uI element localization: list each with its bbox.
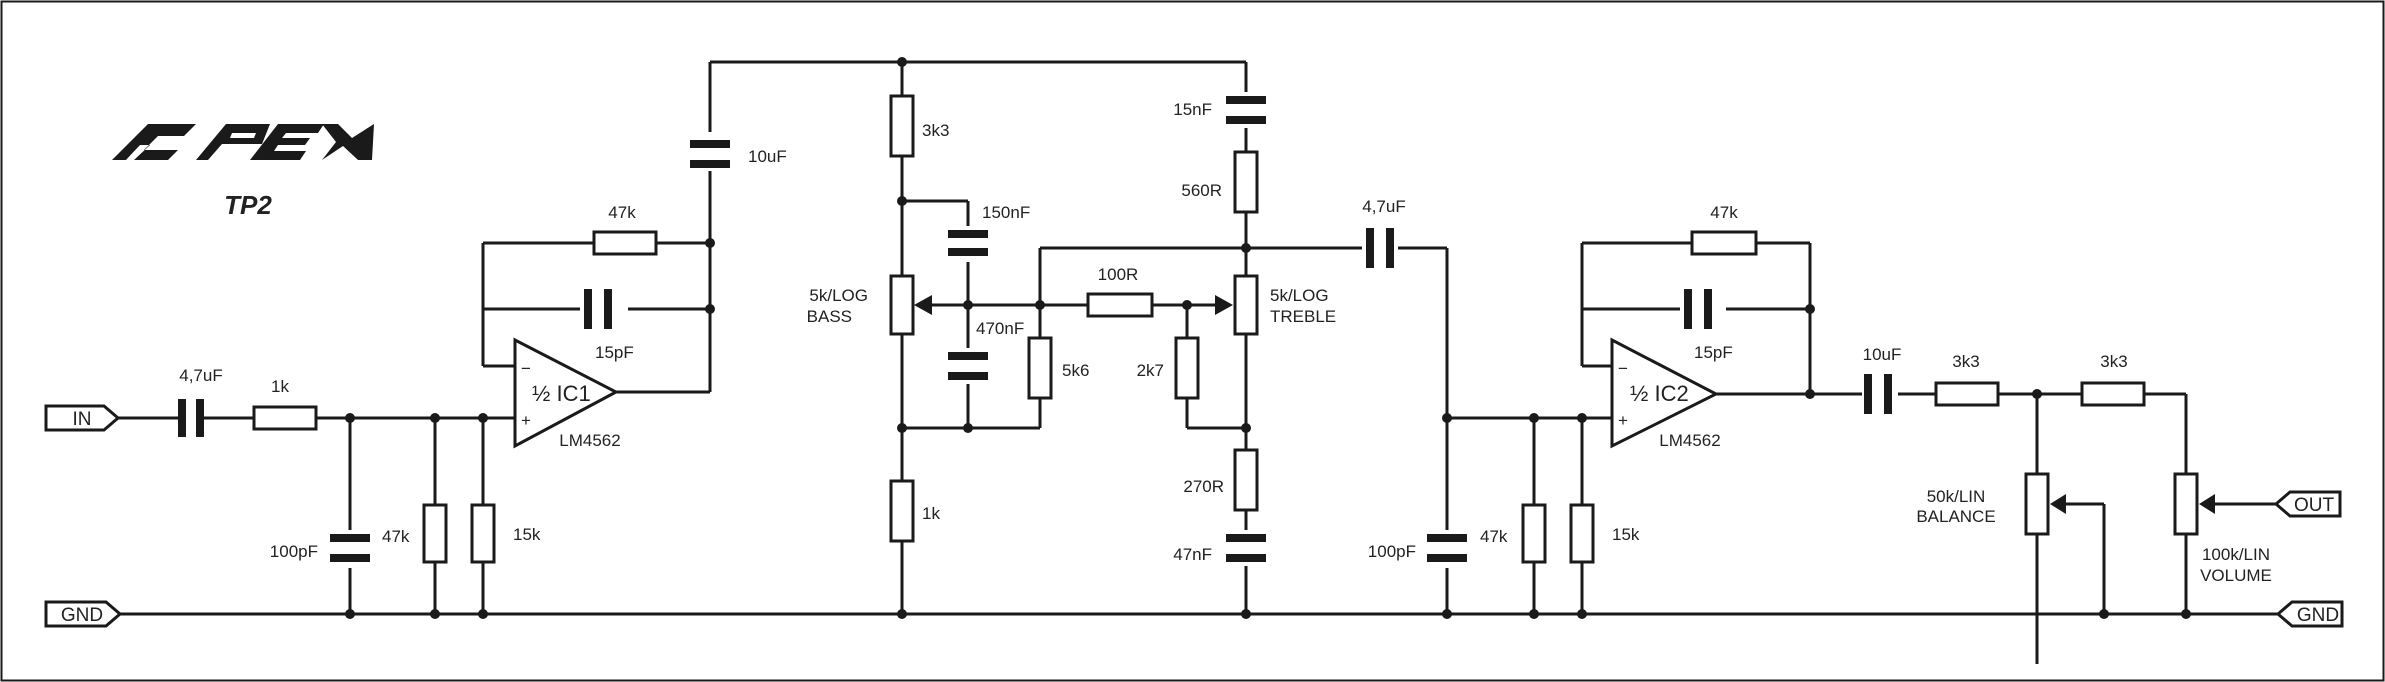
resistor-r-bass-top-label: 3k3 xyxy=(922,121,949,140)
resistor-r-out2: 3k3 xyxy=(2080,352,2146,407)
capacitor-c-treble-bot-label: 47nF xyxy=(1173,545,1212,564)
capacitor-c-in-label: 4,7uF xyxy=(179,366,222,385)
capacitor-c-fb2-label: 15pF xyxy=(1694,343,1733,362)
potentiometer-bass-value: 5k/LOG xyxy=(809,286,868,305)
opamp-ic2-plus: + xyxy=(1618,411,1628,430)
resistor-r-fb1: 47k xyxy=(592,203,658,256)
junctions xyxy=(345,57,2191,619)
capacitor-c-bass-lower: 470nF xyxy=(948,319,1024,380)
resistor-r-out1-label: 3k3 xyxy=(1952,352,1979,371)
opamp-ic2: − + ½ IC2 LM4562 xyxy=(1610,337,1721,450)
potentiometer-bass-name: BASS xyxy=(807,307,852,326)
capacitor-c-out1-label: 10uF xyxy=(748,147,787,166)
capacitor-c-treble-top-label: 15nF xyxy=(1173,100,1212,119)
resistor-r-treble-bot: 270R xyxy=(1183,448,1259,512)
resistor-r-in: 1k xyxy=(252,377,318,431)
opamp-ic1-minus: − xyxy=(521,359,531,378)
resistor-r-mid-label: 100R xyxy=(1098,265,1139,284)
capacitor-c-in: 4,7uF xyxy=(178,366,223,437)
potentiometer-bass: 5k/LOG BASS xyxy=(807,274,936,336)
resistor-r-treble-top-label: 560R xyxy=(1181,181,1222,200)
potentiometer-treble-value: 5k/LOG xyxy=(1270,286,1329,305)
capacitor-c-in2-gnd: 100pF xyxy=(1368,534,1467,562)
potentiometer-balance-value: 50k/LIN xyxy=(1927,487,1986,506)
opamp-ic1-label: ½ IC1 xyxy=(532,381,591,406)
resistor-r-mid-shunt: 2k7 xyxy=(1137,336,1200,400)
wiper-arrow-icon xyxy=(2050,494,2066,514)
resistor-r-bass-shunt: 5k6 xyxy=(1027,336,1089,400)
capacitor-c-bass-lower-label: 470nF xyxy=(976,319,1024,338)
resistor-r-bass-bot-label: 1k xyxy=(922,504,940,523)
resistor-r-in-gnd2: 15k xyxy=(470,503,541,564)
input-terminal: IN xyxy=(44,404,121,432)
resistor-r-in-gnd2-label: 15k xyxy=(513,525,541,544)
capacitor-c-couple: 4,7uF xyxy=(1362,197,1406,268)
wiper-arrow-icon xyxy=(1215,295,1233,315)
potentiometer-volume-name: VOLUME xyxy=(2200,566,2272,585)
resistor-r-bass-bot: 1k xyxy=(889,479,940,543)
model-label: TP2 xyxy=(224,190,272,220)
capacitor-c-treble-top: 15nF xyxy=(1173,96,1266,124)
capacitor-c-in2-gnd-label: 100pF xyxy=(1368,542,1416,561)
resistor-r-bass-shunt-label: 5k6 xyxy=(1062,361,1089,380)
output-terminal: OUT xyxy=(2273,490,2342,518)
potentiometer-volume: 100k/LIN VOLUME xyxy=(2173,472,2272,585)
resistor-r-mid: 100R xyxy=(1086,265,1154,318)
ground-terminal-right-label: GND xyxy=(2297,605,2339,626)
resistor-r-in2-gnd1-label: 47k xyxy=(1480,527,1508,546)
resistor-r-treble-bot-label: 270R xyxy=(1183,477,1224,496)
resistor-r-in-label: 1k xyxy=(271,377,289,396)
capacitor-c-in-gnd-label: 100pF xyxy=(270,542,318,561)
resistor-r-in2-gnd2-label: 15k xyxy=(1612,525,1640,544)
opamp-ic1-part: LM4562 xyxy=(559,431,620,450)
wiper-arrow-icon xyxy=(2199,494,2215,514)
input-terminal-label: IN xyxy=(73,409,92,430)
resistor-r-out2-label: 3k3 xyxy=(2100,352,2127,371)
potentiometer-treble: 5k/LOG TREBLE xyxy=(1215,274,1336,336)
output-terminal-label: OUT xyxy=(2294,495,2335,516)
resistor-r-in-gnd1: 47k xyxy=(382,503,448,564)
resistor-r-mid-shunt-label: 2k7 xyxy=(1137,361,1164,380)
wiper-arrow-icon xyxy=(914,295,932,315)
capacitor-c-bass-upper: 150nF xyxy=(948,203,1030,256)
potentiometer-balance-name: BALANCE xyxy=(1916,507,1995,526)
resistor-r-fb2: 47k xyxy=(1690,203,1758,256)
potentiometer-balance: 50k/LIN BALANCE xyxy=(1916,472,2066,536)
resistor-r-out1: 3k3 xyxy=(1934,352,2000,407)
capacitor-c-bass-upper-label: 150nF xyxy=(982,203,1030,222)
capacitor-c-out1: 10uF xyxy=(690,140,787,168)
capacitor-c-out2-label: 10uF xyxy=(1863,345,1902,364)
resistor-r-in-gnd1-label: 47k xyxy=(382,527,410,546)
resistor-r-treble-top: 560R xyxy=(1181,150,1259,214)
capacitor-c-couple-label: 4,7uF xyxy=(1362,197,1405,216)
resistor-r-in2-gnd1: 47k xyxy=(1480,503,1547,564)
resistor-r-bass-top: 3k3 xyxy=(889,94,949,158)
ground-terminal-left: GND xyxy=(44,600,123,628)
apex-logo xyxy=(112,124,374,160)
capacitor-c-fb1-label: 15pF xyxy=(595,343,634,362)
potentiometer-treble-name: TREBLE xyxy=(1270,307,1336,326)
capacitor-c-treble-bot: 47nF xyxy=(1173,534,1266,564)
capacitor-c-in-gnd: 100pF xyxy=(270,534,370,562)
opamp-ic1-plus: + xyxy=(521,411,531,430)
opamp-ic2-minus: − xyxy=(1618,359,1628,378)
opamp-ic1: − + ½ IC1 LM4562 xyxy=(513,337,621,450)
opamp-ic2-label: ½ IC2 xyxy=(1630,381,1689,406)
potentiometer-volume-value: 100k/LIN xyxy=(2202,545,2270,564)
resistor-r-fb1-label: 47k xyxy=(608,203,636,222)
capacitor-c-fb1: 15pF xyxy=(584,289,634,362)
ground-terminal-left-label: GND xyxy=(61,605,103,626)
capacitor-c-fb2: 15pF xyxy=(1684,289,1733,362)
ground-terminal-right: GND xyxy=(2275,600,2344,628)
resistor-r-in2-gnd2: 15k xyxy=(1569,503,1640,564)
capacitor-c-out2: 10uF xyxy=(1863,345,1902,414)
opamp-ic2-part: LM4562 xyxy=(1659,431,1720,450)
resistor-r-fb2-label: 47k xyxy=(1710,203,1738,222)
